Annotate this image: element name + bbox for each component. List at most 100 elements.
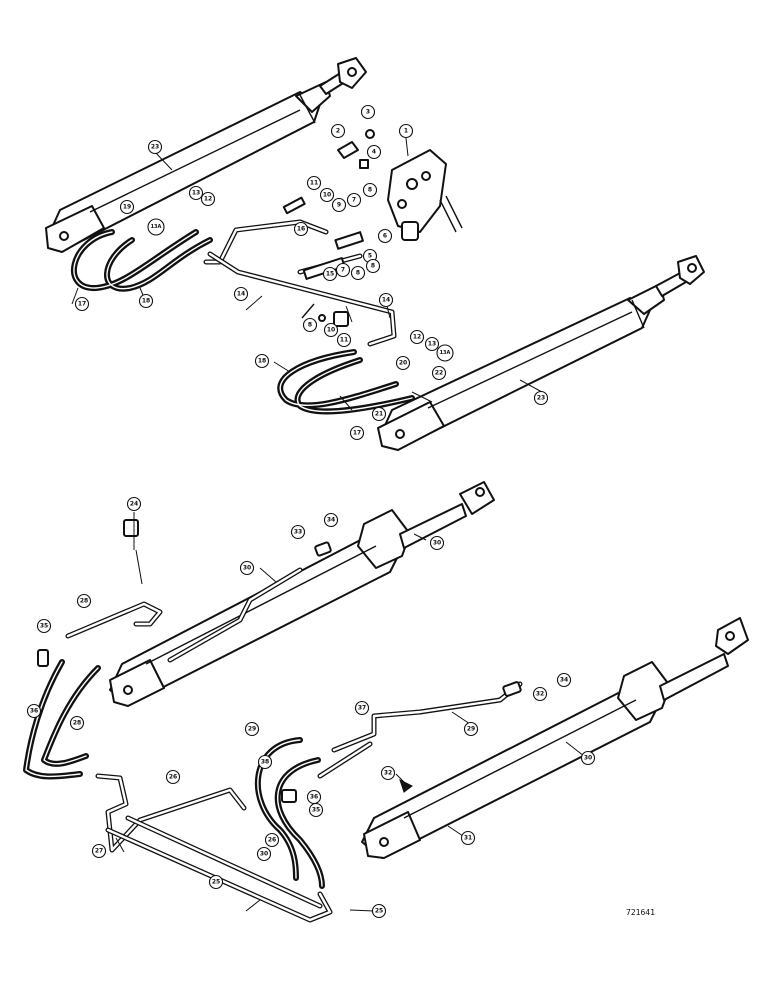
callout-c4: 4 xyxy=(366,144,382,160)
callout-bubble xyxy=(532,686,548,702)
callout-number: 5 xyxy=(368,253,372,260)
callout-number: 16 xyxy=(297,226,305,233)
control-valve xyxy=(387,149,463,241)
callout-c38: 38 xyxy=(257,754,273,770)
callout-number: 12 xyxy=(413,334,421,341)
callout-c29b: 29 xyxy=(463,721,479,737)
callout-bubble xyxy=(188,185,204,201)
callout-bubble xyxy=(293,221,309,237)
callout-number: 29 xyxy=(467,726,475,733)
callout-c10b: 10 xyxy=(323,322,339,338)
callout-bubble xyxy=(36,618,52,634)
callout-bubble xyxy=(119,199,135,215)
callout-number: 35 xyxy=(40,623,48,630)
callout-bubble xyxy=(165,769,181,785)
callout-c29a: 29 xyxy=(244,721,260,737)
callout-c28a: 28 xyxy=(76,593,92,609)
callout-bubble xyxy=(556,672,572,688)
top-cylinder-lower xyxy=(377,255,705,451)
callout-c1: 1 xyxy=(398,123,414,139)
callout-c36b: 36 xyxy=(306,789,322,805)
callout-bubble xyxy=(69,715,85,731)
callout-bubble xyxy=(335,262,351,278)
callout-bubble xyxy=(126,496,142,512)
callout-bubble xyxy=(346,192,362,208)
callout-bubble xyxy=(580,750,596,766)
callout-number: 30 xyxy=(584,755,592,762)
callout-c31: 31 xyxy=(460,830,476,846)
callout-number: 13 xyxy=(428,341,436,348)
callout-c30b: 30 xyxy=(429,535,445,551)
callout-number: 34 xyxy=(560,677,568,684)
callout-c7b: 7 xyxy=(335,262,351,278)
callout-number: 31 xyxy=(464,835,472,842)
callout-number: 28 xyxy=(73,720,81,727)
callout-bubble xyxy=(302,317,318,333)
callout-number: 36 xyxy=(30,708,38,715)
bottom-right-hoses xyxy=(254,737,325,889)
callout-number: 15 xyxy=(326,271,334,278)
callout-bubble xyxy=(377,228,393,244)
callout-number: 26 xyxy=(169,774,177,781)
bottom-fittings xyxy=(37,519,522,803)
callout-c25b: 25 xyxy=(371,903,387,919)
callout-bubble xyxy=(290,524,306,540)
callout-c14b: 14 xyxy=(378,292,394,308)
callout-bubble xyxy=(395,355,411,371)
callout-number: 2 xyxy=(336,128,340,135)
callout-bubble xyxy=(322,266,338,282)
top-left-hoses xyxy=(70,229,213,292)
callout-c22: 22 xyxy=(431,365,447,381)
callout-bubble xyxy=(380,765,396,781)
callout-c23b: 23 xyxy=(533,390,549,406)
callout-c13Ab: 13A xyxy=(436,344,454,362)
callout-c26a: 26 xyxy=(165,769,181,785)
callout-bubble xyxy=(244,721,260,737)
callout-number: 11 xyxy=(340,337,348,344)
callout-c20: 20 xyxy=(395,355,411,371)
callout-number: 24 xyxy=(130,501,138,508)
figure-reference-number: 721641 xyxy=(626,908,655,917)
callout-number: 18 xyxy=(142,298,150,305)
callout-bubble xyxy=(463,721,479,737)
callout-c33: 33 xyxy=(290,524,306,540)
callout-number: 23 xyxy=(151,144,159,151)
callout-c30c: 30 xyxy=(256,846,272,862)
callout-number: 32 xyxy=(536,691,544,698)
callout-bubble xyxy=(365,258,381,274)
callout-c23a: 23 xyxy=(147,139,163,155)
callout-c11a: 11 xyxy=(306,175,322,191)
callout-c14a: 14 xyxy=(233,286,249,302)
callout-c17a: 17 xyxy=(74,296,90,312)
callout-c32b: 32 xyxy=(380,765,396,781)
callout-bubble xyxy=(336,332,352,348)
callout-c35b: 35 xyxy=(308,802,324,818)
callout-c8a: 8 xyxy=(362,182,378,198)
callout-c3: 3 xyxy=(360,104,376,120)
callout-bubble xyxy=(360,104,376,120)
bottom-cylinder-lower xyxy=(361,617,749,859)
callout-number: 1 xyxy=(404,128,408,135)
callout-number: 37 xyxy=(358,705,366,712)
callout-c24: 24 xyxy=(126,496,142,512)
callout-number: 35 xyxy=(312,807,320,814)
callout-bubble xyxy=(323,512,339,528)
callout-c2: 2 xyxy=(330,123,346,139)
callout-c35a: 35 xyxy=(36,618,52,634)
callout-c15: 15 xyxy=(322,266,338,282)
callout-c8b: 8 xyxy=(365,258,381,274)
callout-c8d: 8 xyxy=(350,265,366,281)
callout-c32a: 32 xyxy=(532,686,548,702)
callout-bubble xyxy=(331,197,347,213)
callout-bubble xyxy=(257,754,273,770)
callout-c13a: 13 xyxy=(188,185,204,201)
callout-bubble xyxy=(200,191,216,207)
callout-layer: 1234567788889101011111212131313A13A14141… xyxy=(26,104,596,919)
callout-number: 8 xyxy=(308,322,312,329)
callout-number: 8 xyxy=(371,263,375,270)
callout-number: 6 xyxy=(383,233,387,240)
callout-leaders xyxy=(71,137,585,912)
callout-number: 17 xyxy=(78,301,86,308)
callout-number: 12 xyxy=(204,196,212,203)
callout-c18a: 18 xyxy=(138,293,154,309)
